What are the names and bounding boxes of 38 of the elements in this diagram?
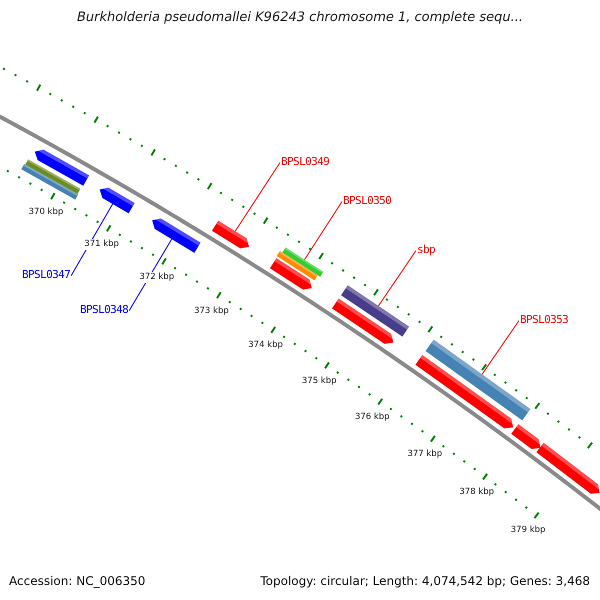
- gene-block: [34, 150, 90, 186]
- leader-line: [378, 250, 416, 306]
- gene-block: [415, 354, 514, 428]
- scale-label: 378 kbp: [458, 486, 496, 498]
- gene-bar: [341, 285, 410, 337]
- map-title: Burkholderia pseudomallei K96243 chromosome 1, complete sequ...: [76, 11, 524, 24]
- scale-label: 373 kbp: [193, 306, 230, 316]
- gene-bar: [276, 250, 318, 280]
- scale-label: 372 kbp: [138, 272, 176, 283]
- gene-block: [152, 218, 201, 253]
- scale-label: 370 kbp: [28, 207, 64, 218]
- gene-label: BPSL0349: [281, 156, 330, 167]
- gene-block: [332, 298, 394, 344]
- gene-block: [100, 188, 135, 214]
- genome-info-text: Topology: circular; Length: 4,074,542 bp; Genes: 3,468: [260, 575, 590, 587]
- scale-label: 375 kbp: [300, 376, 338, 386]
- gene-bar: [282, 247, 324, 277]
- leader-line: [304, 201, 342, 260]
- gene-label: BPSL0348: [80, 304, 128, 315]
- scale-label: 379 kbp: [510, 525, 546, 536]
- gene-label: BPSL0350: [343, 195, 392, 206]
- gene-label: BPSL0347: [22, 269, 70, 280]
- gene-label: sbp: [417, 244, 436, 255]
- gene-block: [536, 442, 600, 494]
- leader-line: [234, 162, 280, 232]
- scale-label: 374 kbp: [247, 340, 284, 351]
- scale-label: 371 kbp: [83, 239, 120, 250]
- gene-bar: [25, 159, 80, 194]
- gene-label: BPSL0353: [520, 314, 568, 325]
- gene-bar: [21, 164, 78, 200]
- leader-line: [482, 320, 520, 375]
- gene-block: [212, 220, 250, 248]
- gene-bar: [426, 340, 530, 420]
- accession-text: Accession: NC_006350: [9, 575, 146, 587]
- scale-label: 377 kbp: [406, 448, 444, 460]
- scale-label: 376 kbp: [354, 412, 391, 422]
- gene-block: [511, 424, 540, 449]
- gene-block: [270, 258, 312, 290]
